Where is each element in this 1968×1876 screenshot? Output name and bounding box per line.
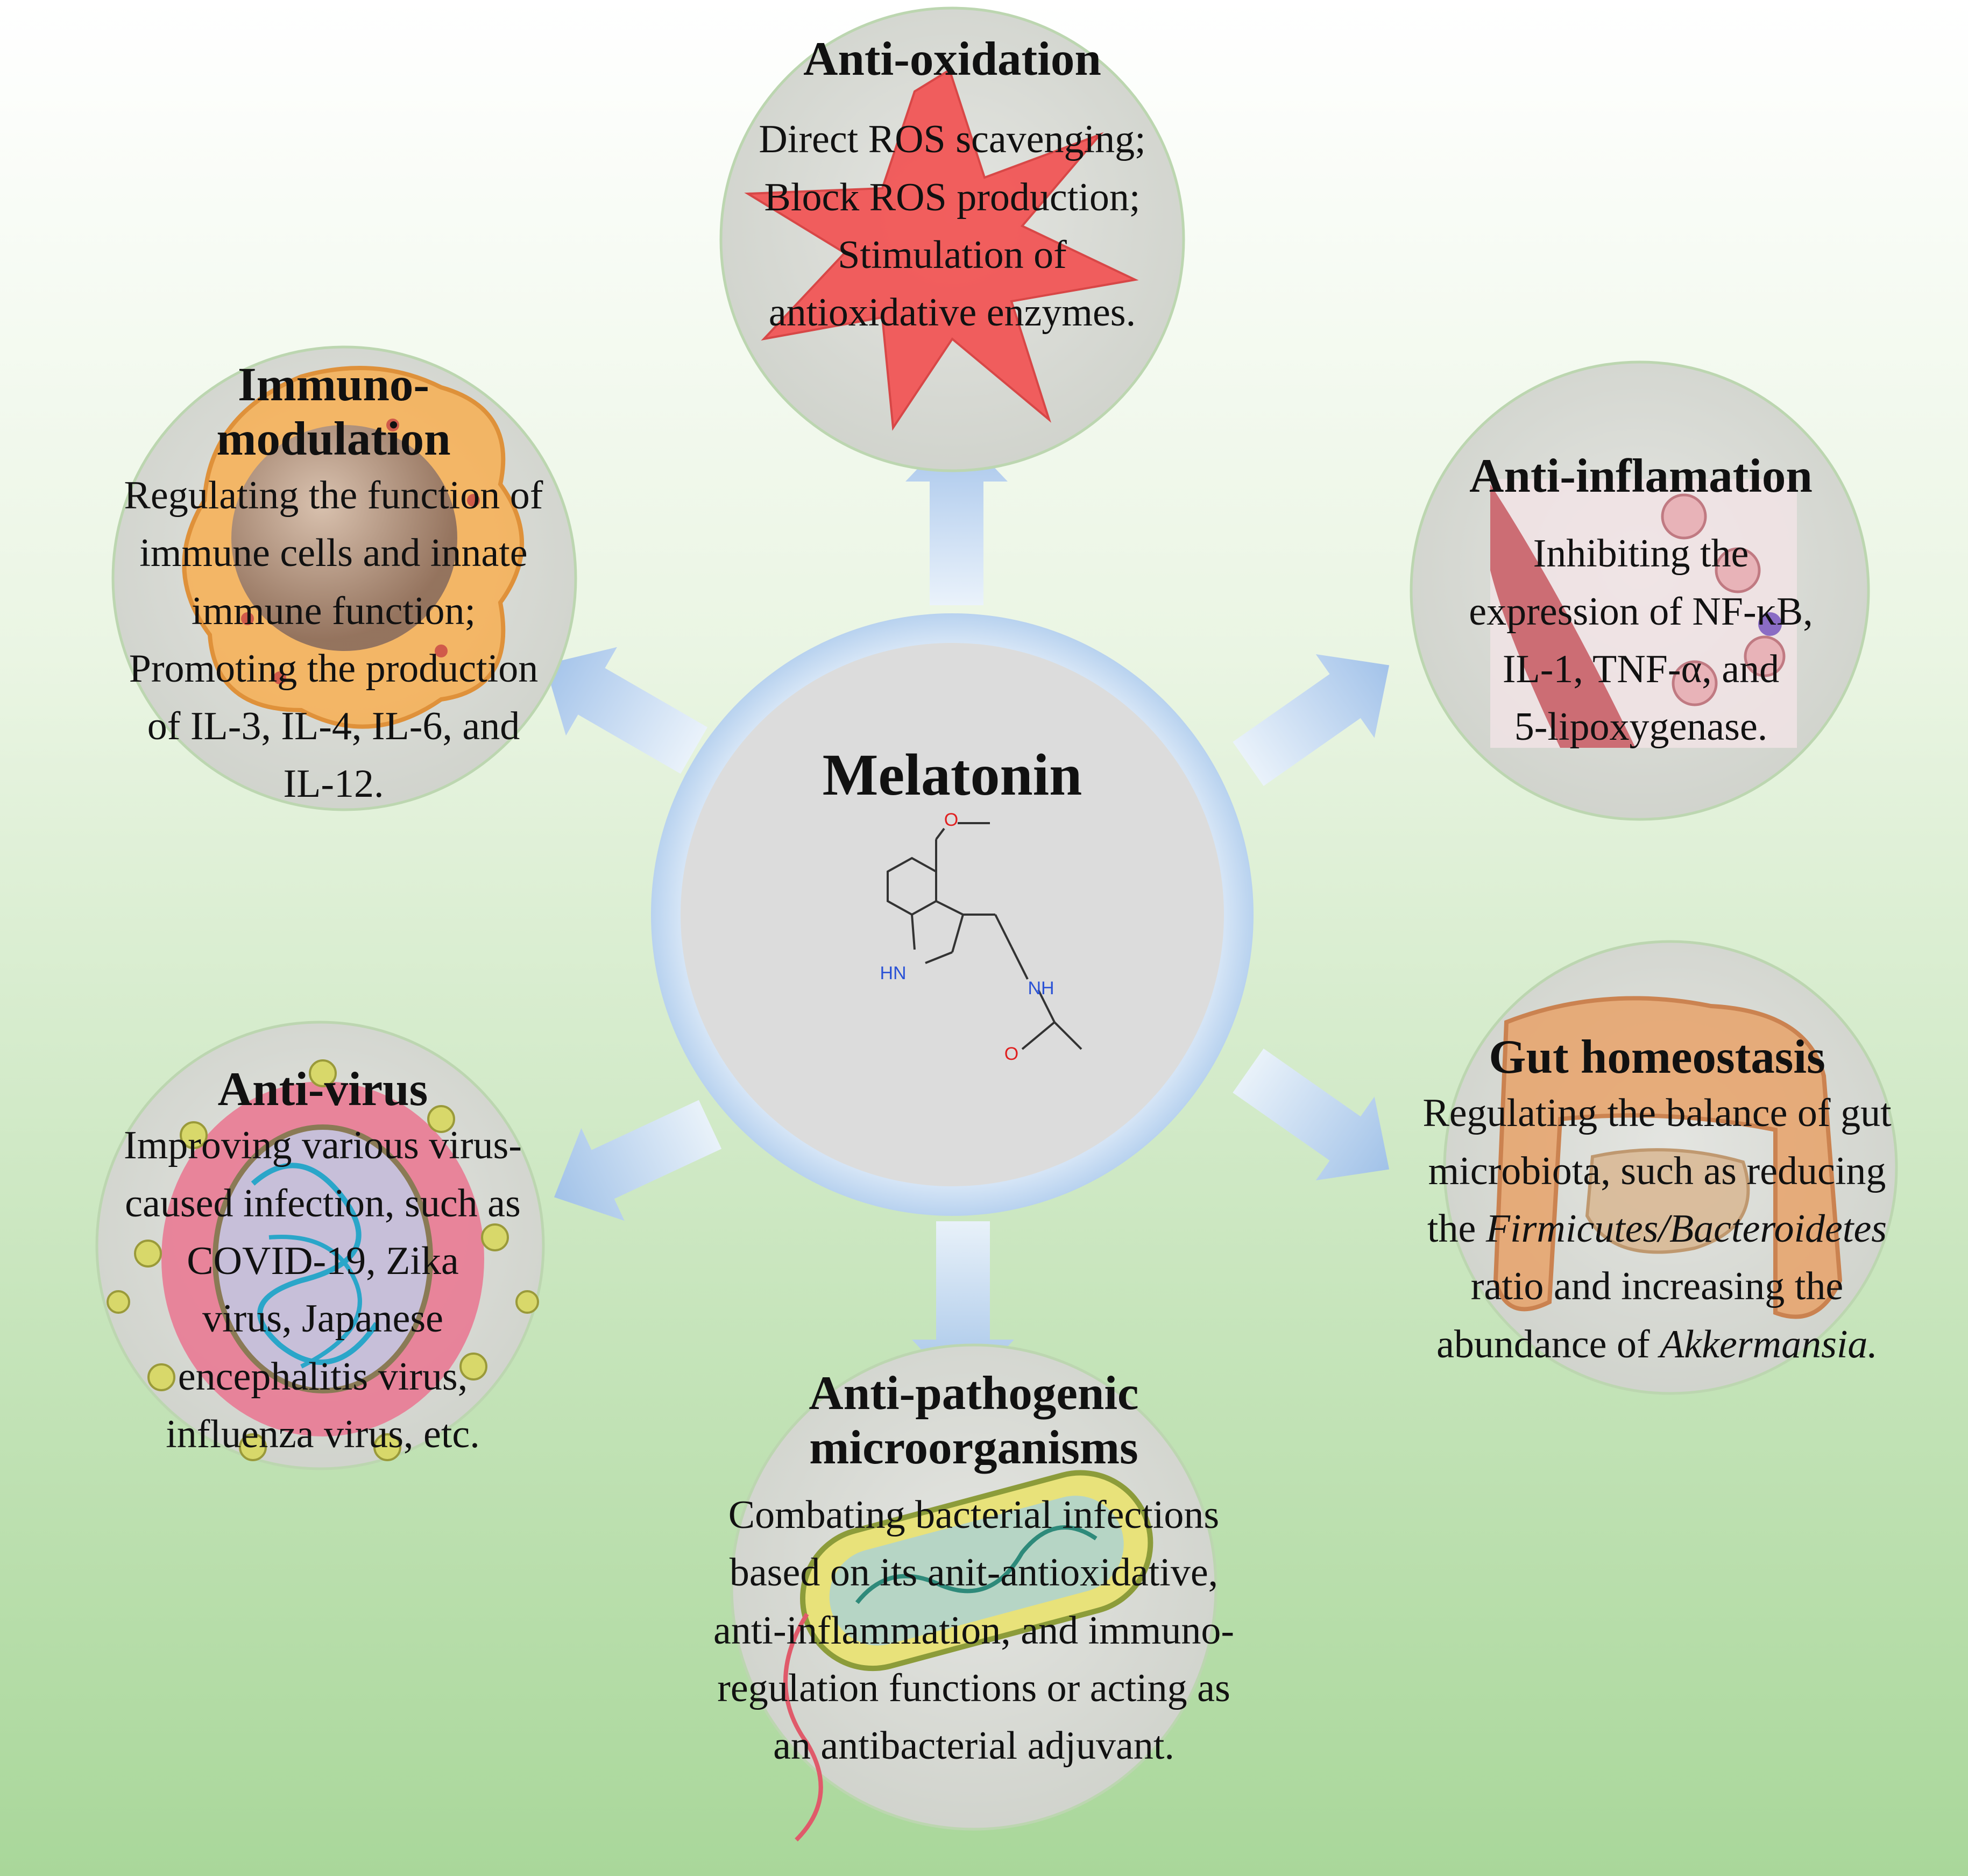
block-anti-oxidation: Anti-oxidation Direct ROS scavenging; Bl…: [678, 32, 1227, 342]
text-line: 5-lipoxygenase.: [1514, 705, 1768, 749]
label-oxygen-top: O: [944, 810, 959, 830]
ros-star-icon: [744, 68, 1139, 431]
arrow-immunomodulation: [544, 647, 707, 774]
text-line: antioxidative enzymes.: [768, 291, 1136, 335]
text-span: the: [1427, 1207, 1486, 1251]
immunomodulation-title: Immuno- modulation: [54, 358, 613, 467]
node-immunomodulation: [111, 345, 577, 811]
text-line: Stimulation of: [838, 233, 1067, 278]
text-line: ratio and increasing the: [1470, 1264, 1844, 1309]
arrow-gut-homeostasis: [1233, 1049, 1390, 1181]
text-line: abundance of Akkermansia.: [1361, 1316, 1953, 1374]
taxon-name: Akkermansia.: [1660, 1322, 1878, 1367]
anti-pathogenic-text: Combating bacterial infections based on …: [624, 1486, 1323, 1775]
gut-homeostasis-title: Gut homeostasis: [1489, 1031, 1825, 1084]
node-melatonin: [651, 613, 1254, 1216]
text-line: regulation functions or acting as: [717, 1666, 1230, 1710]
anti-oxidation-text: Direct ROS scavenging; Block ROS product…: [678, 111, 1227, 342]
anti-virus-title: Anti-virus: [217, 1063, 428, 1116]
text-line: influenza virus, etc.: [166, 1412, 480, 1456]
melatonin-structure: [887, 822, 1082, 1050]
block-gut-homeostasis: Gut homeostasis Regulating the balance o…: [1361, 1030, 1953, 1374]
arrow-anti-oxidation: [905, 428, 1008, 605]
taxon-name: Firmicutes/Bacteroidetes: [1485, 1207, 1887, 1251]
center-title: Melatonin: [822, 742, 1082, 808]
text-line: expression of NF-κB,: [1469, 589, 1813, 634]
text-line: Inhibiting the: [1533, 532, 1749, 576]
anti-inflammation-text: Inhibiting the expression of NF-κB, IL-1…: [1399, 525, 1883, 756]
text-line: IL-12.: [283, 762, 384, 806]
gut-homeostasis-text: Regulating the balance of gut microbiota…: [1361, 1085, 1953, 1373]
text-line: Improving various virus-: [124, 1123, 522, 1168]
block-anti-pathogenic: Anti-pathogenic microorganisms Combating…: [624, 1367, 1323, 1775]
text-line: of IL-3, IL-4, IL-6, and: [147, 704, 520, 749]
label-indole-nh: HN: [880, 963, 907, 983]
text-line: Regulating the function of: [124, 473, 543, 518]
title-line: modulation: [216, 413, 451, 466]
block-immunomodulation: Immuno- modulation Regulating the functi…: [54, 358, 613, 813]
immunomodulation-text: Regulating the function of immune cells …: [54, 467, 613, 813]
text-line: immune function;: [191, 589, 476, 633]
label-carbonyl-o: O: [1004, 1044, 1019, 1064]
text-span: abundance of: [1436, 1322, 1660, 1367]
intestine-icon: [1493, 996, 1843, 1319]
text-line: COVID-19, Zika: [187, 1239, 459, 1284]
text-line: an antibacterial adjuvant.: [773, 1724, 1174, 1768]
title-line: Anti-pathogenic: [809, 1367, 1139, 1420]
anti-inflammation-title: Anti-inflamation: [1469, 450, 1813, 502]
label-amide-nh: NH: [1028, 978, 1054, 999]
node-anti-virus: [95, 1021, 545, 1470]
node-gut-homeostasis: [1443, 940, 1898, 1395]
text-line: anti-inflammation, and immuno-: [713, 1608, 1234, 1653]
anti-oxidation-title: Anti-oxidation: [803, 33, 1101, 86]
blood-vessel-icon: [1490, 484, 1636, 748]
title-line: Immuno-: [237, 358, 430, 411]
text-line: Promoting the production: [129, 646, 539, 691]
text-line: based on its anit-antioxidative,: [729, 1551, 1219, 1595]
text-line: microbiota, such as reducing: [1428, 1149, 1886, 1193]
text-line: caused infection, such as: [125, 1181, 521, 1226]
cell-nucleus-icon: [231, 425, 457, 651]
title-line: microorganisms: [809, 1421, 1138, 1475]
text-line: the Firmicutes/Bacteroidetes: [1361, 1200, 1953, 1258]
arrow-anti-inflammation: [1233, 654, 1390, 786]
block-anti-inflammation: Anti-inflamation Inhibiting the expressi…: [1399, 449, 1883, 756]
text-line: Direct ROS scavenging;: [759, 117, 1146, 162]
arrow-anti-virus: [554, 1100, 722, 1221]
block-anti-virus: Anti-virus Improving various virus- caus…: [48, 1063, 597, 1463]
text-line: virus, Japanese: [202, 1297, 443, 1341]
text-line: Regulating the balance of gut: [1422, 1091, 1892, 1136]
node-anti-inflammation: [1410, 360, 1870, 821]
text-line: encephalitis virus,: [178, 1354, 468, 1399]
anti-pathogenic-title: Anti-pathogenic microorganisms: [624, 1367, 1323, 1476]
text-line: Combating bacterial infections: [728, 1492, 1220, 1537]
text-line: IL-1, TNF-α, and: [1502, 647, 1780, 692]
bacterium-icon: [799, 1470, 1153, 1672]
anti-virus-text: Improving various virus- caused infectio…: [48, 1117, 597, 1463]
text-line: immune cells and innate: [139, 531, 528, 576]
node-anti-pathogenic: [730, 1343, 1217, 1842]
node-anti-oxidation: [719, 6, 1185, 472]
text-line: Block ROS production;: [764, 175, 1141, 220]
